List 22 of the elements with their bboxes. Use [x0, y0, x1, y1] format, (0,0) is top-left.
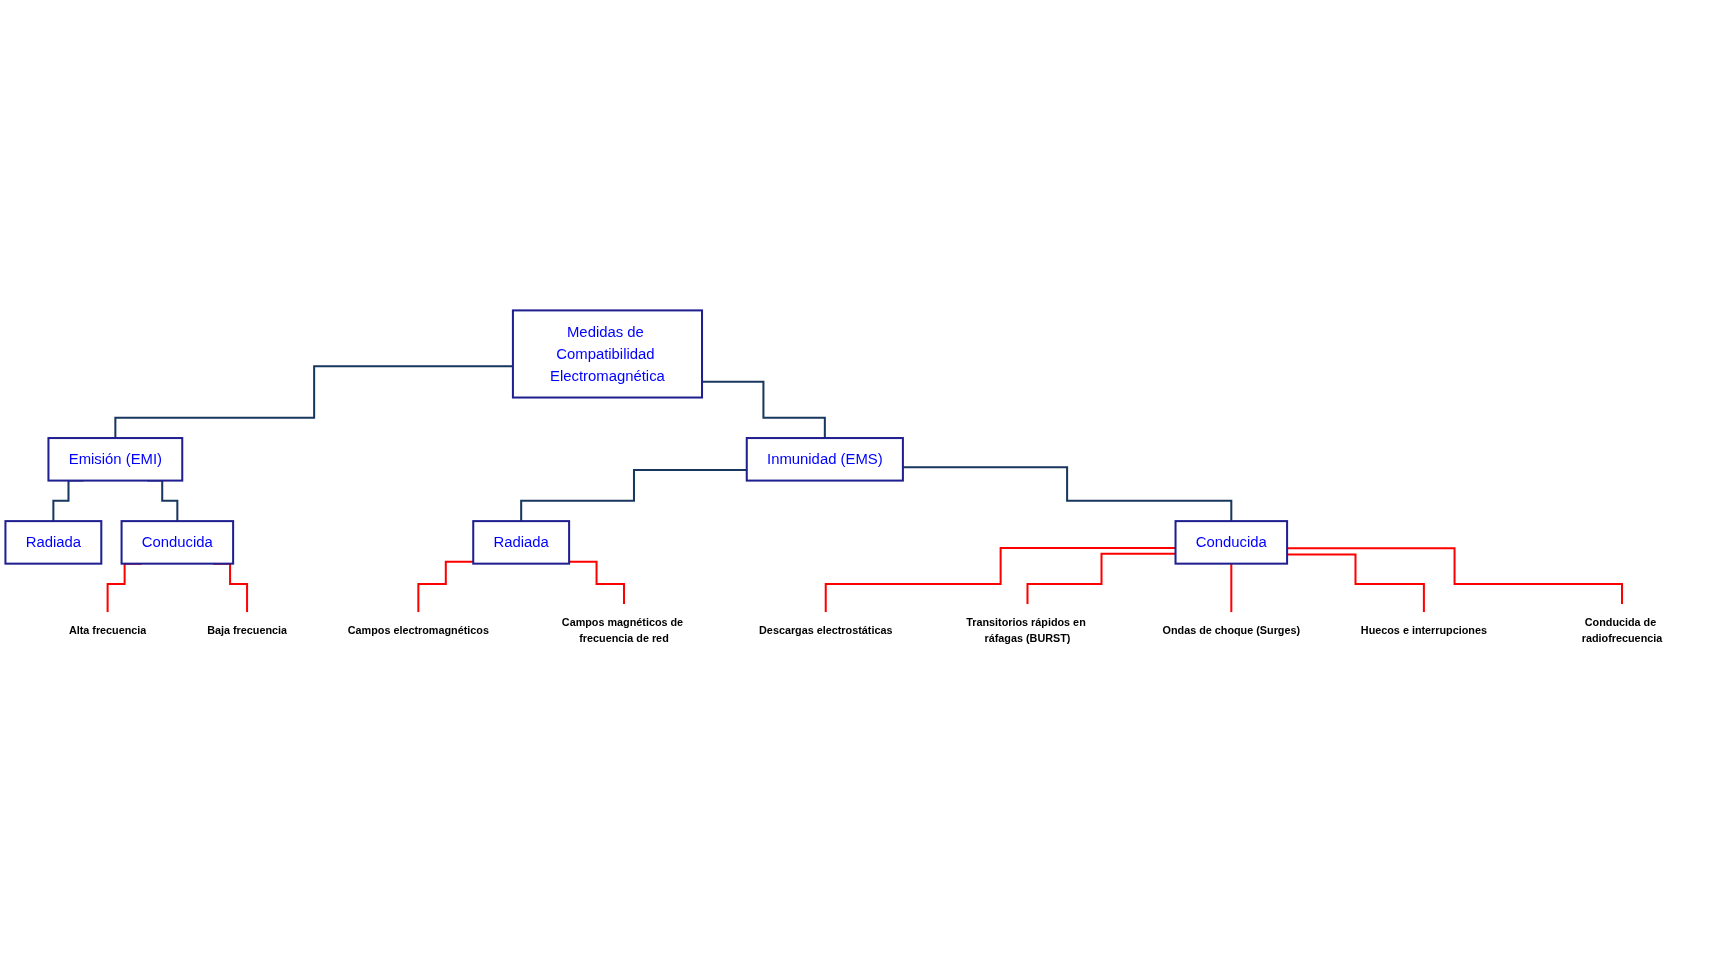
node-text: Conducida de radiofrecuencia — [1581, 616, 1663, 644]
node-box: Medidas de Compatibilidad Electromagnética — [511, 309, 704, 399]
node-text: Ondas de choque (Surges) — [1162, 624, 1301, 636]
node-box: Radiada — [472, 519, 571, 565]
node-box: Conducida — [120, 519, 235, 565]
connector — [417, 560, 474, 614]
node-text: Transitorios rápidos en ráfagas (BURST) — [966, 616, 1086, 644]
connector — [1026, 552, 1176, 606]
node-text: Huecos e interrupciones — [1360, 624, 1487, 636]
node-box: Conducida — [1174, 519, 1289, 565]
node-box: Inmunidad (EMS) — [745, 436, 904, 482]
connector — [824, 546, 1176, 614]
connector — [1287, 553, 1425, 614]
node-box: Radiada — [4, 519, 103, 565]
node-text: Descargas electrostáticas — [759, 624, 893, 636]
node-text: Campos electromagnéticos — [347, 624, 489, 636]
connector — [569, 560, 625, 606]
connector — [1287, 547, 1624, 606]
node-box: Emisión (EMI) — [47, 436, 184, 482]
node-text: Campos magnéticos de frecuencia de red — [561, 616, 684, 644]
node-text: Baja frecuencia — [207, 624, 288, 636]
node-text: Alta frecuencia — [68, 624, 147, 636]
